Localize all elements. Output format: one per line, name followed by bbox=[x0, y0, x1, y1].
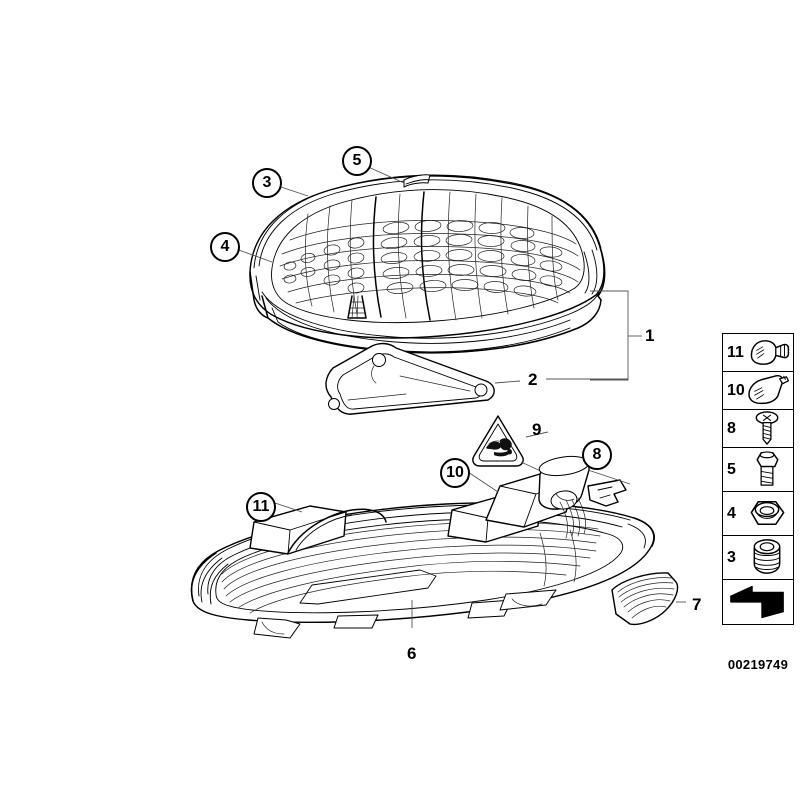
threaded-plug-icon bbox=[743, 536, 791, 579]
legend-number: 11 bbox=[727, 343, 744, 361]
hex-nut-icon bbox=[743, 492, 791, 535]
legend-number: 3 bbox=[727, 548, 736, 566]
parts-legend: 11 10 8 bbox=[722, 333, 794, 625]
callout-4[interactable]: 4 bbox=[210, 232, 240, 262]
callout-1-bracket bbox=[590, 290, 642, 381]
legend-number: 8 bbox=[727, 419, 736, 437]
callout-9[interactable]: 9 bbox=[532, 420, 542, 439]
bulb-wedge-icon bbox=[743, 372, 791, 409]
callout-2[interactable]: 2 bbox=[528, 370, 538, 389]
part-7-trim-insert bbox=[611, 572, 686, 626]
callout-1[interactable]: 1 bbox=[645, 326, 655, 345]
legend-row-3[interactable]: 3 bbox=[723, 536, 793, 580]
direction-arrow-icon bbox=[723, 580, 793, 624]
callout-6[interactable]: 6 bbox=[407, 644, 417, 663]
callout-8[interactable]: 8 bbox=[582, 440, 612, 470]
legend-row-arrow bbox=[723, 580, 793, 624]
part-2-mounting-bracket bbox=[325, 342, 628, 415]
callout-3[interactable]: 3 bbox=[252, 168, 282, 198]
callout-7[interactable]: 7 bbox=[692, 595, 702, 614]
legend-number: 10 bbox=[727, 381, 745, 399]
bulb-bayonet-icon bbox=[743, 334, 791, 371]
legend-row-4[interactable]: 4 bbox=[723, 492, 793, 536]
lower-light-assembly bbox=[190, 455, 655, 639]
legend-row-10[interactable]: 10 bbox=[723, 372, 793, 410]
screw-icon bbox=[743, 410, 791, 447]
legend-row-11[interactable]: 11 bbox=[723, 334, 793, 372]
legend-row-8[interactable]: 8 bbox=[723, 410, 793, 448]
callout-5[interactable]: 5 bbox=[342, 146, 372, 176]
legend-number: 4 bbox=[727, 504, 736, 522]
legend-number: 5 bbox=[727, 460, 736, 478]
callout-10[interactable]: 10 bbox=[440, 458, 470, 488]
upper-taillamp-assembly bbox=[235, 165, 606, 354]
legend-row-5[interactable]: 5 bbox=[723, 448, 793, 492]
diagram-part-number: 00219749 bbox=[727, 657, 789, 672]
callout-11[interactable]: 11 bbox=[246, 492, 276, 522]
hex-bolt-icon bbox=[743, 448, 791, 491]
